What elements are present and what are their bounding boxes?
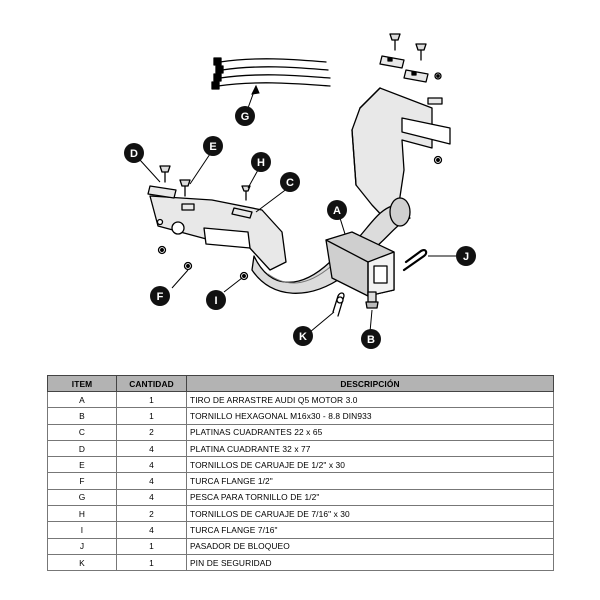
cell-item: H [47, 505, 117, 523]
receiver-box [325, 231, 395, 297]
cell-cantidad: 4 [116, 521, 187, 539]
cell-cantidad: 4 [116, 456, 187, 474]
right-mounting-bracket [351, 87, 451, 223]
cell-item: K [47, 553, 117, 572]
table-header-row: ITEM CANTIDAD DESCRIPCIÓN [47, 375, 554, 392]
callout-label-I: I [214, 295, 217, 307]
callout-H: H [251, 152, 271, 172]
cell-cantidad: 1 [116, 553, 187, 572]
cell-cantidad: 1 [116, 537, 187, 555]
callout-I: I [206, 290, 226, 310]
cell-item: B [47, 407, 117, 425]
locking-pin [402, 248, 428, 272]
cell-cantidad: 2 [116, 505, 187, 523]
hitch-exploded-diagram: A B C D E F G H I J K [124, 33, 476, 349]
cell-descripcion: TIRO DE ARRASTRE AUDI Q5 MOTOR 3.0 [186, 390, 554, 409]
cell-cantidad: 1 [116, 390, 187, 409]
callout-label-J: J [463, 251, 469, 263]
cell-cantidad: 2 [116, 423, 187, 441]
safety-pin [332, 292, 345, 317]
header-cantidad: CANTIDAD [116, 375, 187, 392]
header-descripcion: DESCRIPCIÓN [186, 375, 554, 392]
cell-descripcion: PIN DE SEGURIDAD [186, 553, 554, 572]
cell-descripcion: TORNILLO HEXAGONAL M16x30 - 8.8 DIN933 [186, 407, 554, 425]
cell-descripcion: TORNILLOS DE CARUAJE DE 7/16" x 30 [186, 505, 554, 523]
cell-descripcion: PASADOR DE BLOQUEO [186, 537, 554, 555]
callout-E: E [203, 136, 223, 156]
cell-descripcion: TURCA FLANGE 1/2" [186, 472, 554, 490]
callout-A: A [327, 200, 347, 220]
cell-cantidad: 4 [116, 472, 187, 490]
cell-descripcion: PLATINA CUADRANTE 32 x 77 [186, 439, 554, 458]
callout-G: G [235, 106, 255, 126]
callout-D: D [124, 143, 144, 163]
cell-item: E [47, 456, 117, 474]
callout-B: B [361, 329, 381, 349]
cell-item: G [47, 488, 117, 507]
cross-tube [251, 197, 411, 294]
callout-label-B: B [367, 334, 375, 346]
callout-J: J [456, 246, 476, 266]
callout-label-A: A [333, 205, 341, 217]
callout-label-K: K [299, 331, 307, 343]
cell-cantidad: 4 [116, 439, 187, 458]
callout-F: F [150, 286, 170, 306]
left-hardware [147, 165, 253, 281]
hex-bolt [365, 291, 379, 309]
cell-descripcion: PLATINAS CUADRANTES 22 x 65 [186, 423, 554, 441]
top-right-hardware [379, 33, 443, 165]
cell-item: I [47, 521, 117, 539]
callout-label-D: D [130, 148, 138, 160]
callout-label-H: H [257, 157, 265, 169]
cell-cantidad: 1 [116, 407, 187, 425]
header-item: ITEM [47, 375, 117, 392]
cell-item: D [47, 439, 117, 458]
cell-item: C [47, 423, 117, 441]
left-mounting-bracket [149, 195, 287, 271]
cell-descripcion: TURCA FLANGE 7/16" [186, 521, 554, 539]
wire-fish-tools [211, 57, 331, 90]
callout-label-E: E [209, 141, 216, 153]
cell-item: F [47, 472, 117, 490]
cell-descripcion: PESCA PARA TORNILLO DE 1/2" [186, 488, 554, 507]
callout-label-G: G [241, 111, 250, 123]
cell-descripcion: TORNILLOS DE CARUAJE DE 1/2" x 30 [186, 456, 554, 474]
cell-item: J [47, 537, 117, 555]
cell-item: A [47, 390, 117, 409]
callout-K: K [293, 326, 313, 346]
callout-label-C: C [286, 177, 294, 189]
callout-C: C [280, 172, 300, 192]
callout-leaders [139, 84, 456, 333]
cell-cantidad: 4 [116, 488, 187, 507]
callout-label-F: F [157, 291, 164, 303]
